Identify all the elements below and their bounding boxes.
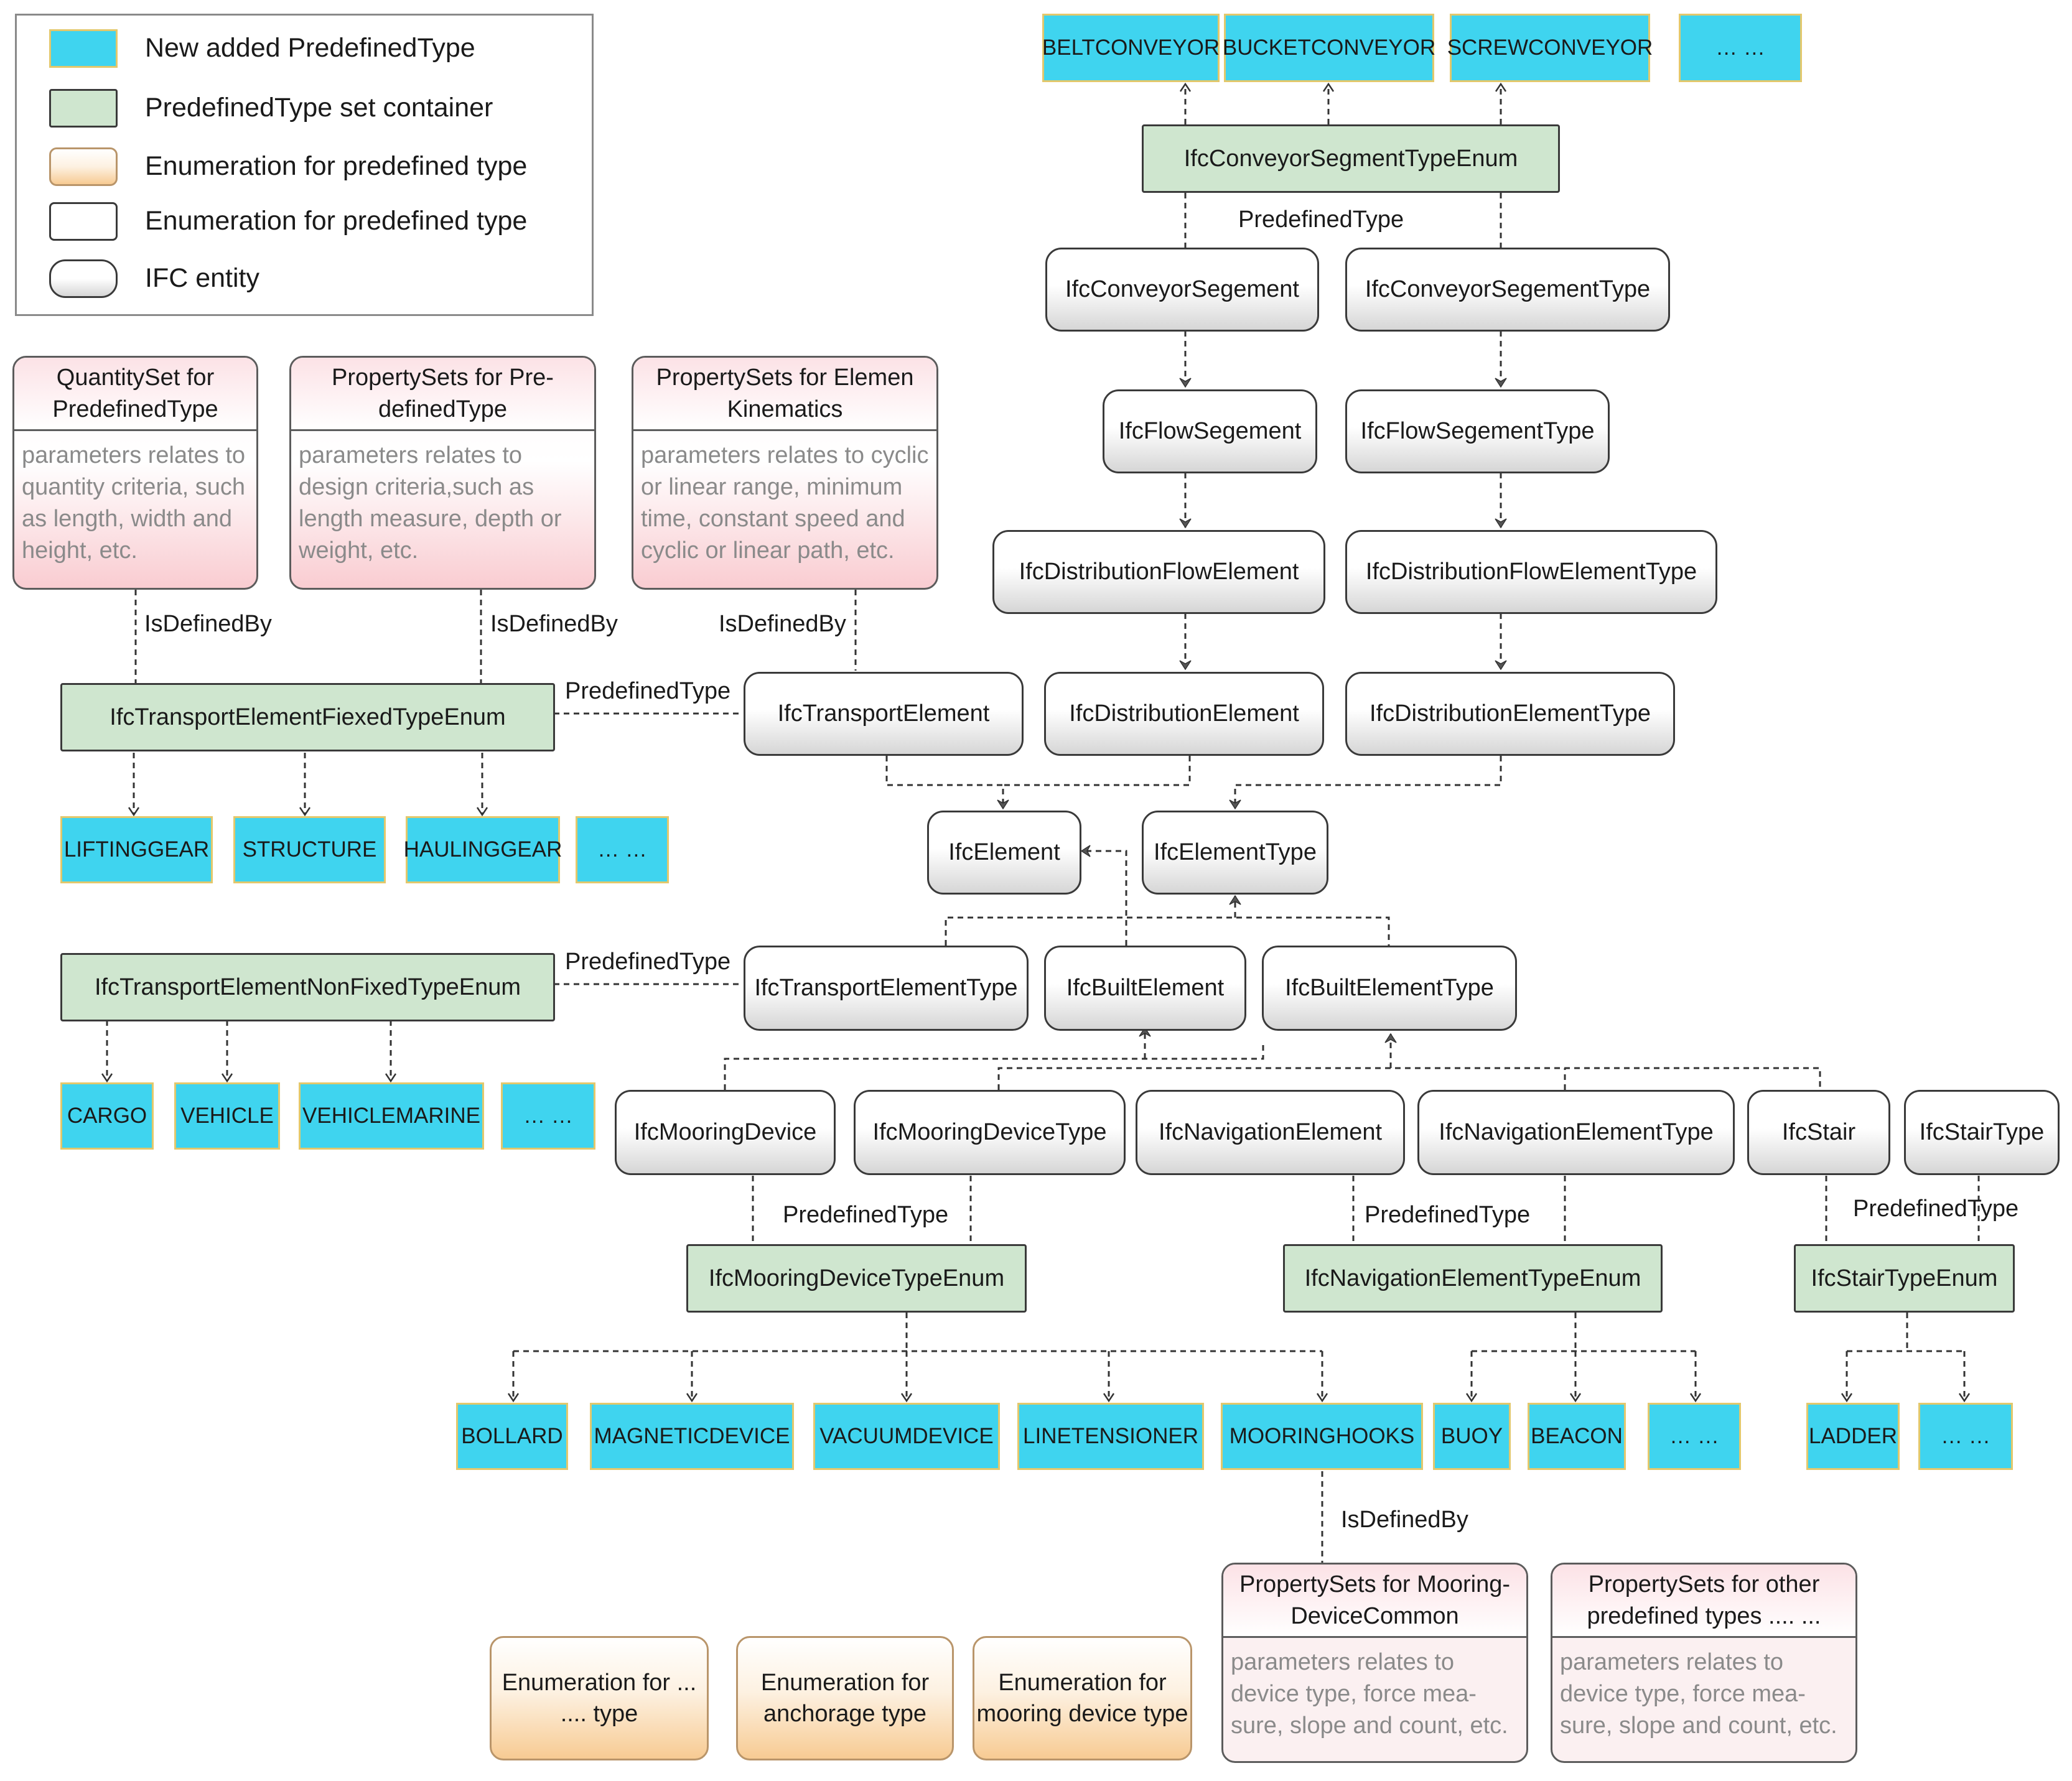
enum-transport-fixed: IfcTransportElementFiexedTypeEnum <box>60 683 555 751</box>
entity-navigation-element-type: IfcNavigationElementType <box>1417 1090 1735 1175</box>
property-set-mooring-device-common: PropertySets for Mooring-DeviceCommon pa… <box>1221 1563 1528 1763</box>
legend-swatch-container <box>49 89 118 128</box>
entity-element: IfcElement <box>927 811 1081 895</box>
legend-label: Enumeration for predefined type <box>145 206 528 236</box>
predefined-type-more: … … <box>576 816 669 883</box>
predefined-type-ladder: LADDER <box>1806 1403 1900 1470</box>
predefined-type-more: … … <box>1918 1403 2013 1470</box>
legend: New added PredefinedType PredefinedType … <box>15 14 594 316</box>
entity-navigation-element: IfcNavigationElement <box>1136 1090 1405 1175</box>
predefined-type-more: … … <box>1679 14 1802 82</box>
property-set-other-types: PropertySets for other predefined types … <box>1551 1563 1857 1763</box>
entity-flow-segment: IfcFlowSegement <box>1103 389 1317 473</box>
predefined-type-vacuumdevice: VACUUMDEVICE <box>813 1403 1000 1470</box>
property-set-body: parameters relates to device type, force… <box>1231 1649 1508 1739</box>
enumeration-mooring-device-type: Enumeration for mooring device type <box>973 1636 1192 1760</box>
predefined-type-bollard: BOLLARD <box>456 1403 568 1470</box>
predefined-type-more: … … <box>1648 1403 1741 1470</box>
predefined-type-bucketconveyor: BUCKETCONVEYOR <box>1223 14 1435 82</box>
relation-label-predefined-type: PredefinedType <box>565 949 731 975</box>
entity-distribution-element-type: IfcDistributionElementType <box>1345 672 1675 756</box>
entity-conveyor-segment: IfcConveyorSegement <box>1045 248 1319 332</box>
property-set-title: QuantitySet for PredefinedType <box>14 358 256 431</box>
entity-mooring-device-type: IfcMooringDeviceType <box>854 1090 1126 1175</box>
relation-label-predefined-type: PredefinedType <box>1365 1202 1531 1228</box>
entity-distribution-element: IfcDistributionElement <box>1044 672 1324 756</box>
relation-label-predefined-type: PredefinedType <box>1853 1196 2019 1222</box>
property-set-title: PropertySets for Pre-definedType <box>291 358 594 431</box>
relation-label-predefined-type: PredefinedType <box>783 1202 949 1228</box>
enum-stair: IfcStairTypeEnum <box>1794 1244 2015 1313</box>
legend-label: PredefinedType set container <box>145 93 493 123</box>
entity-built-element: IfcBuiltElement <box>1044 946 1246 1031</box>
property-set-kinematics: PropertySets for Elemen Kinematics param… <box>632 356 938 590</box>
legend-swatch-entity <box>49 259 118 298</box>
legend-swatch-enumeration-white <box>49 202 118 241</box>
property-set-body: parameters relates to cyclic or linear r… <box>641 442 929 564</box>
entity-built-element-type: IfcBuiltElementType <box>1262 946 1517 1031</box>
enumeration-anchorage-type: Enumeration for anchorage type <box>736 1636 954 1760</box>
predefined-type-cargo: CARGO <box>60 1082 154 1150</box>
entity-flow-segment-type: IfcFlowSegementType <box>1345 389 1610 473</box>
predefined-type-liftinggear: LIFTINGGEAR <box>60 816 213 883</box>
enum-mooring-device: IfcMooringDeviceTypeEnum <box>686 1244 1027 1313</box>
entity-element-type: IfcElementType <box>1142 811 1328 895</box>
property-set-title: PropertySets for Elemen Kinematics <box>633 358 936 431</box>
property-set-body: parameters relates to device type, force… <box>1560 1649 1837 1739</box>
entity-conveyor-segment-type: IfcConveyorSegementType <box>1345 248 1670 332</box>
legend-label: Enumeration for predefined type <box>145 151 528 181</box>
entity-distribution-flow-element-type: IfcDistributionFlowElementType <box>1345 530 1717 614</box>
entity-mooring-device: IfcMooringDevice <box>615 1090 836 1175</box>
predefined-type-linetensioner: LINETENSIONER <box>1017 1403 1204 1470</box>
property-set-title: PropertySets for Mooring-DeviceCommon <box>1223 1565 1526 1638</box>
entity-stair-type: IfcStairType <box>1904 1090 2060 1175</box>
relation-label-is-defined-by: IsDefinedBy <box>1341 1507 1468 1533</box>
enum-transport-nonfixed: IfcTransportElementNonFixedTypeEnum <box>60 953 555 1021</box>
entity-transport-element-type: IfcTransportElementType <box>744 946 1029 1031</box>
legend-swatch-new-type <box>49 29 118 68</box>
predefined-type-mooringhooks: MOORINGHOOKS <box>1221 1403 1423 1470</box>
relation-label-is-defined-by: IsDefinedBy <box>490 611 618 637</box>
entity-transport-element: IfcTransportElement <box>744 672 1024 756</box>
legend-label: IFC entity <box>145 263 259 293</box>
predefined-type-structure: STRUCTURE <box>233 816 386 883</box>
entity-distribution-flow-element: IfcDistributionFlowElement <box>992 530 1325 614</box>
property-set-body: parameters relates to design criteria,su… <box>299 442 562 564</box>
predefined-type-screwconveyor: SCREWCONVEYOR <box>1447 14 1653 82</box>
enum-conveyor-segment: IfcConveyorSegmentTypeEnum <box>1142 124 1560 193</box>
relation-label-is-defined-by: IsDefinedBy <box>719 611 846 637</box>
entity-stair: IfcStair <box>1747 1090 1890 1175</box>
legend-swatch-enumeration-orange <box>49 147 118 186</box>
predefined-type-haulinggear: HAULINGGEAR <box>404 816 562 883</box>
enum-navigation-element: IfcNavigationElementTypeEnum <box>1283 1244 1663 1313</box>
property-set-quantity: QuantitySet for PredefinedType parameter… <box>12 356 258 590</box>
property-set-body: parameters relates to quantity criteria,… <box>22 442 246 564</box>
relation-label-is-defined-by: IsDefinedBy <box>144 611 272 637</box>
predefined-type-vehiclemarine: VEHICLEMARINE <box>299 1082 484 1150</box>
predefined-type-more: … … <box>501 1082 595 1150</box>
predefined-type-vehicle: VEHICLE <box>174 1082 280 1150</box>
property-set-predefined-type: PropertySets for Pre-definedType paramet… <box>289 356 596 590</box>
predefined-type-beacon: BEACON <box>1528 1403 1626 1470</box>
predefined-type-magneticdevice: MAGNETICDEVICE <box>590 1403 794 1470</box>
predefined-type-beltconveyor: BELTCONVEYOR <box>1042 14 1220 82</box>
relation-label-predefined-type: PredefinedType <box>1238 207 1404 233</box>
relation-label-predefined-type: PredefinedType <box>565 678 731 704</box>
legend-label: New added PredefinedType <box>145 33 475 63</box>
property-set-title: PropertySets for other predefined types … <box>1552 1565 1855 1638</box>
enumeration-other-type: Enumeration for ... .... type <box>490 1636 709 1760</box>
predefined-type-buoy: BUOY <box>1433 1403 1511 1470</box>
